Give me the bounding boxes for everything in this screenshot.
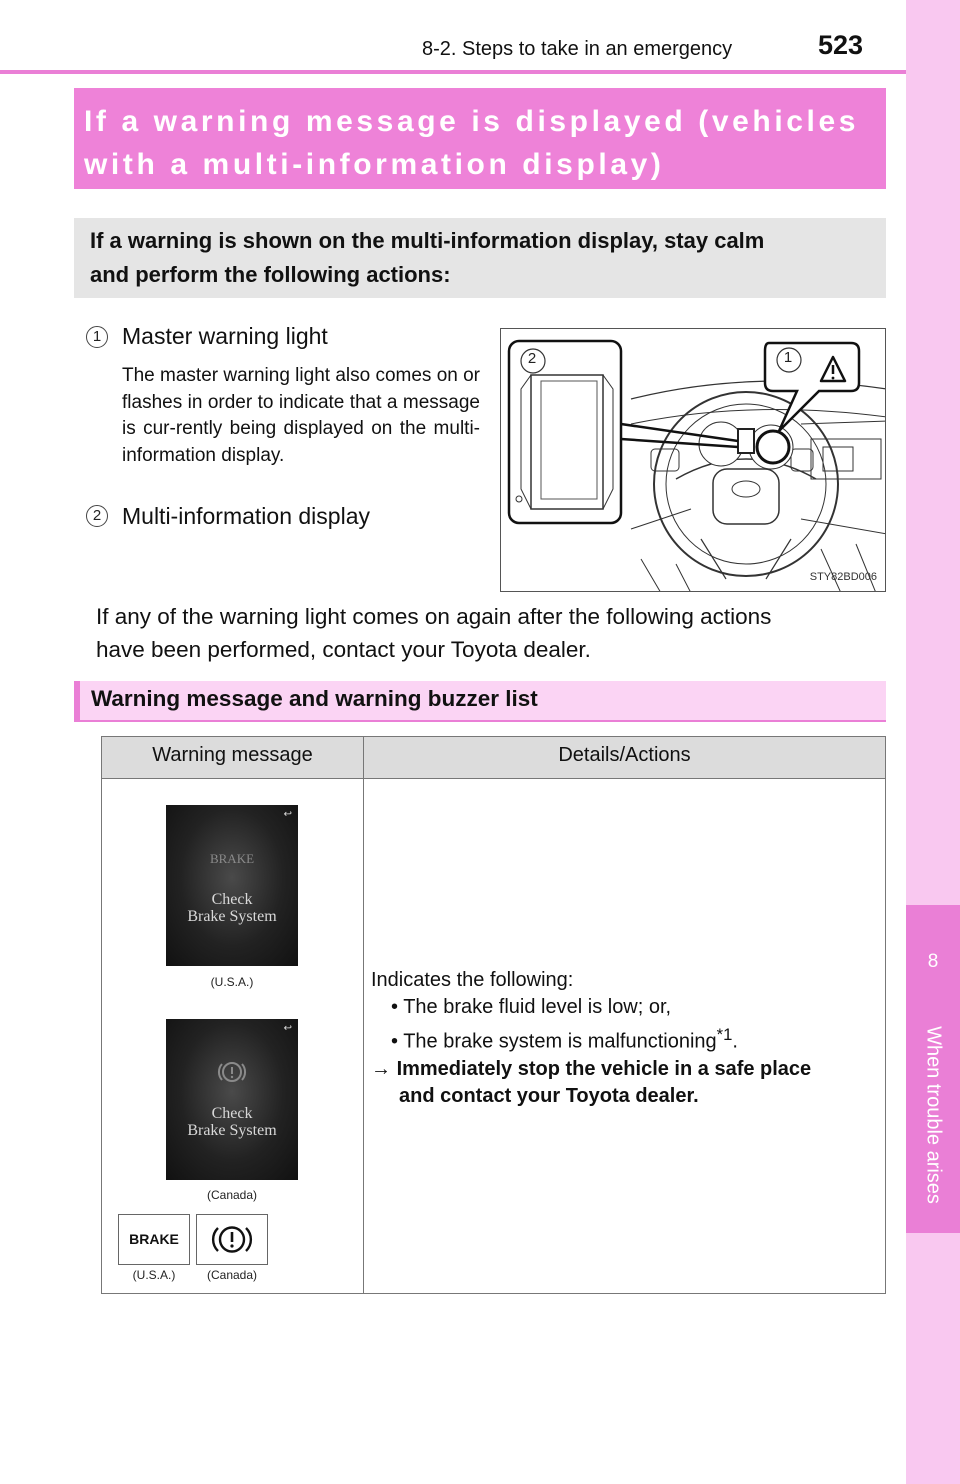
brake-lamp-canada [196,1214,268,1265]
item-title: Multi-information display [122,503,370,529]
sub-heading-text: Warning message and warning buzzer list [91,686,538,711]
callout-number-1: 1 [783,349,793,366]
display-caption: (Canada) [206,1188,258,1202]
item-title: Master warning light [122,323,328,349]
intro-line2: and perform the following actions: [90,262,451,287]
footnote-marker: *1 [716,1025,733,1044]
sub-heading: Warning message and warning buzzer list [74,681,886,722]
return-icon: ↩ [283,1023,292,1034]
lamp-caption: (Canada) [206,1268,258,1282]
illustration-code: STY82BD006 [809,571,877,583]
details-bullet-text: The brake fluid level is low; or, [403,996,672,1018]
details-action-line2: and contact your Toyota dealer. [399,1084,699,1107]
details-bullet-end: . [732,1030,738,1053]
mid-screen-top-text: BRAKE [209,851,255,866]
details-bullet: • The brake fluid level is low; or, [391,996,672,1018]
header-rule [0,70,906,74]
table-header-cell: Details/Actions [558,744,691,766]
chapter-number: 8 [927,951,939,972]
mid-screen-line1: Check [211,1105,253,1122]
chapter-tab [906,905,960,1233]
main-heading-line2: with a multi-information display) [84,148,665,181]
intro-line1: If a warning is shown on the multi-infor… [90,228,765,253]
paragraph-line2: have been performed, contact your Toyota… [96,637,591,662]
page-number: 523 [818,30,864,60]
mid-screen-line1: Check [211,891,253,908]
display-caption: (U.S.A.) [210,975,254,989]
table-column-divider [363,737,364,1293]
details-intro: Indicates the following: [371,969,574,991]
item-number-badge: 2 [86,505,108,527]
mid-screen-brake-usa: ↩ BRAKE Check Brake System [166,805,298,966]
intro-box: If a warning is shown on the multi-infor… [74,218,886,298]
mid-screen-line2: Brake System [187,1122,277,1139]
details-cell: Indicates the following: • The brake flu… [371,967,881,1110]
details-bullet-text: The brake system is malfunctioning [403,1030,717,1053]
side-tab [906,0,960,1484]
mid-screen-brake-canada: ↩ Check Brake System [166,1019,298,1180]
details-action: → Immediately stop the vehicle in a safe… [371,1056,881,1083]
chapter-label: When trouble arises [922,1026,945,1204]
section-title: 8-2. Steps to take in an emergency [422,38,733,60]
dashboard-illustration: 2 1 STY82BD006 [500,328,886,592]
dashboard-drawing [507,339,885,591]
instruction-paragraph: If any of the warning light comes on aga… [96,600,882,666]
details-action-line1: Immediately stop the vehicle in a safe p… [396,1057,812,1080]
item-description: The master warning light also comes on o… [122,365,480,466]
callout-number-2: 2 [527,350,537,367]
paragraph-line1: If any of the warning light comes on aga… [96,604,772,629]
item-number-badge: 1 [86,326,108,348]
main-heading-line1: If a warning message is displayed (vehic… [84,105,860,138]
main-heading: If a warning message is displayed (vehic… [74,88,886,189]
return-icon: ↩ [283,809,292,820]
lamp-caption: (U.S.A.) [132,1268,176,1282]
brake-warning-icon [218,1062,246,1082]
brake-warning-icon [211,1226,253,1253]
brake-lamp-usa: BRAKE [118,1214,190,1265]
mid-screen-line2: Brake System [187,908,277,925]
table-header-cell: Warning message [152,744,313,766]
action-arrow-icon: → [371,1057,391,1080]
warning-table: Warning message Details/Actions ↩ BRAKE … [101,736,886,1294]
table-header-row [102,737,885,779]
details-bullet: • The brake system is malfunctioning*1. [391,1025,738,1053]
